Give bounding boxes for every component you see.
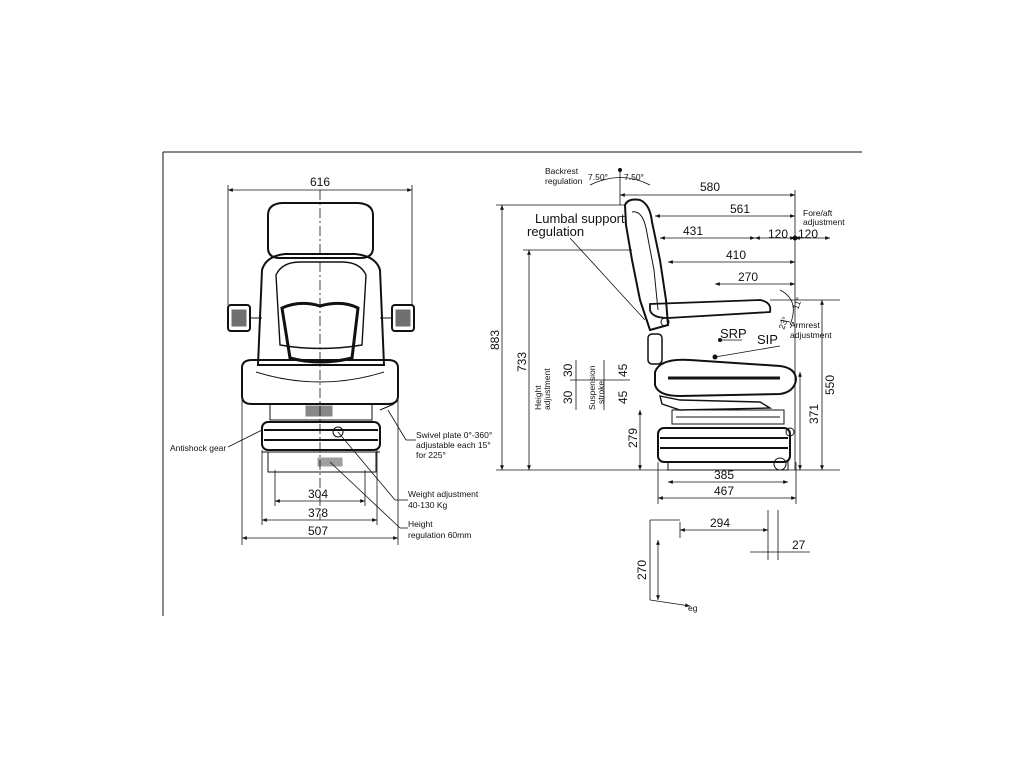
- dim-561: 561: [730, 202, 750, 216]
- front-dimension-lines: [227, 185, 416, 545]
- srp-marker: [718, 338, 722, 342]
- label-backrest-2: regulation: [545, 176, 583, 186]
- dim-385: 385: [714, 468, 734, 482]
- dim-431: 431: [683, 224, 703, 238]
- angle-backrest-right: 7.50°: [624, 172, 644, 182]
- dim-410: 410: [726, 248, 746, 262]
- label-suspension-1: Suspension: [587, 365, 597, 410]
- backrest-pivot-marker: [618, 168, 622, 172]
- label-armrest-2: adjustment: [790, 330, 832, 340]
- label-swivel-3: for 225°: [416, 450, 446, 460]
- dim-45-top: 45: [616, 363, 630, 377]
- dim-120-right: 120: [798, 227, 818, 241]
- label-backrest-1: Backrest: [545, 166, 579, 176]
- label-lumbar-2: regulation: [527, 224, 584, 239]
- dim-883: 883: [488, 330, 502, 350]
- angle-armrest-23: 23°: [776, 315, 790, 331]
- label-height-reg-1: Height: [408, 519, 433, 529]
- dim-616: 616: [310, 175, 330, 189]
- sip-marker: [712, 354, 718, 360]
- dim-45-bottom: 45: [616, 390, 630, 404]
- label-height-adj-1: Height: [533, 385, 543, 410]
- label-height-adj-2: adjustment: [542, 368, 552, 410]
- label-corner-mark: eg: [688, 603, 698, 613]
- dim-304: 304: [308, 487, 328, 501]
- label-fore-aft-2: adjustment: [803, 217, 845, 227]
- label-sip: SIP: [757, 332, 778, 347]
- label-height-reg-2: regulation 60mm: [408, 530, 471, 540]
- drawing-frame: [162, 151, 862, 616]
- angle-backrest-left: 7.50°: [588, 172, 608, 182]
- label-swivel-1: Swivel plate 0°-360°: [416, 430, 492, 440]
- label-antishock: Antishock gear: [170, 443, 226, 453]
- front-view: [227, 190, 415, 520]
- dim-279: 279: [626, 428, 640, 448]
- side-view: [623, 198, 798, 471]
- dim-467: 467: [714, 484, 734, 498]
- dim-294: 294: [710, 516, 730, 530]
- side-dimension-lines: [496, 168, 840, 608]
- label-lumbar-1: Lumbal support: [535, 211, 625, 226]
- label-swivel-2: adjustable each 15°: [416, 440, 491, 450]
- front-dimension-texts: 616 304 378 507 Antishock gear Swivel pl…: [170, 175, 492, 540]
- dim-27: 27: [792, 538, 806, 552]
- dim-378: 378: [308, 506, 328, 520]
- dim-580: 580: [700, 180, 720, 194]
- label-weight-2: 40-130 Kg: [408, 500, 447, 510]
- label-weight-1: Weight adjustment: [408, 489, 479, 499]
- label-srp: SRP: [720, 326, 747, 341]
- dim-371: 371: [807, 404, 821, 424]
- label-fore-aft-1: Fore/aft: [803, 208, 833, 218]
- label-armrest-1: Armrest: [790, 320, 820, 330]
- dim-733: 733: [515, 352, 529, 372]
- dim-270: 270: [738, 270, 758, 284]
- dim-120-left: 120: [768, 227, 788, 241]
- fore-aft-marker: [792, 235, 798, 241]
- dim-507: 507: [308, 524, 328, 538]
- side-dimension-texts: 580 561 431 120 120 410 270 883 733 550 …: [488, 166, 845, 613]
- dim-30-bottom: 30: [561, 390, 575, 404]
- side-markers: [618, 168, 798, 360]
- angle-armrest-11: 11°: [790, 296, 804, 311]
- dim-550: 550: [823, 375, 837, 395]
- dim-270-vertical: 270: [635, 560, 649, 580]
- dim-30-top: 30: [561, 363, 575, 377]
- label-suspension-2: stroke: [596, 381, 606, 404]
